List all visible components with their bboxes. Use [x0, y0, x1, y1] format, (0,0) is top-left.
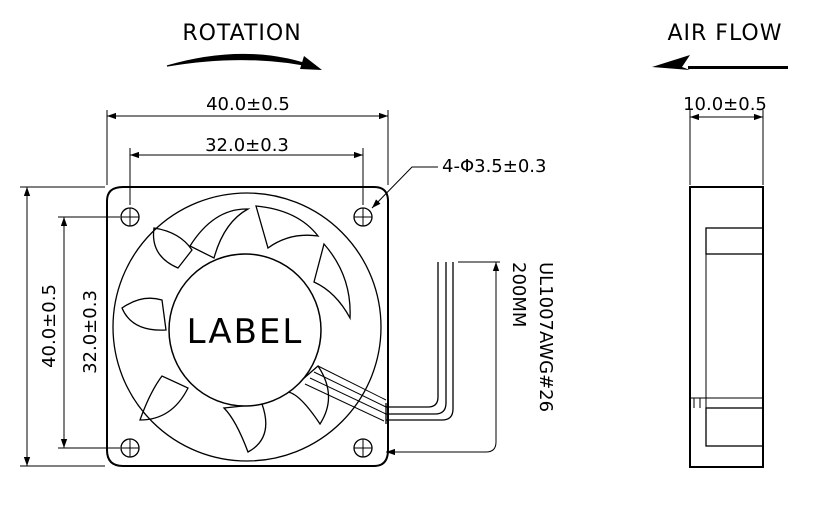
width-holes-label: 32.0±0.3 [205, 135, 289, 156]
airflow-title: AIR FLOW [667, 21, 782, 46]
dim-thickness: 10.0±0.5 [683, 94, 767, 185]
hole-spec-callout: 4-Φ3.5±0.3 [371, 156, 546, 209]
wire-length-label: 200MM [508, 262, 529, 327]
wire-spokes [304, 365, 387, 422]
height-outer-label: 40.0±0.5 [39, 284, 60, 368]
rotation-title: ROTATION [182, 21, 301, 46]
side-body [689, 186, 764, 468]
mounting-hole [120, 207, 140, 227]
dim-height-holes: 32.0±0.3 [58, 216, 120, 449]
height-holes-label: 32.0±0.3 [80, 290, 101, 374]
dim-width-outer: 40.0±0.5 [106, 94, 389, 185]
wire-spec-label: UL1007AWG#26 [535, 262, 556, 412]
mounting-hole [353, 207, 373, 227]
fan-blade [255, 205, 320, 250]
side-view [689, 186, 764, 468]
fan-blade [139, 375, 189, 421]
dim-height-outer: 40.0±0.5 [20, 186, 105, 467]
fan-blade [189, 208, 251, 259]
fan-blade [152, 227, 193, 269]
mounting-hole [353, 438, 373, 458]
fan-blade [222, 403, 267, 453]
side-rib-bottom [705, 407, 764, 447]
rotation-arrow-head [300, 56, 322, 70]
mounting-holes [120, 207, 373, 458]
airflow-arrow-head [652, 55, 690, 70]
dim-wire-length: 200MM UL1007AWG#26 [386, 261, 556, 456]
fan-blade [121, 297, 167, 331]
fan-blade [286, 365, 330, 426]
fan-blade [313, 242, 351, 321]
width-outer-label: 40.0±0.5 [206, 94, 290, 115]
dim-width-holes: 32.0±0.3 [129, 135, 364, 205]
mounting-hole [120, 438, 140, 458]
rotation-arrow-body [166, 53, 319, 69]
airflow-arrow-body [688, 66, 788, 69]
fan-housing [112, 192, 382, 462]
fan-hub [168, 253, 322, 407]
hub-label: LABEL [187, 312, 304, 352]
thickness-label: 10.0±0.5 [683, 94, 767, 115]
fan-blades [121, 205, 351, 453]
side-rib-top [705, 227, 764, 255]
hole-spec-label: 4-Φ3.5±0.3 [442, 156, 546, 177]
lead-wires [385, 262, 454, 424]
